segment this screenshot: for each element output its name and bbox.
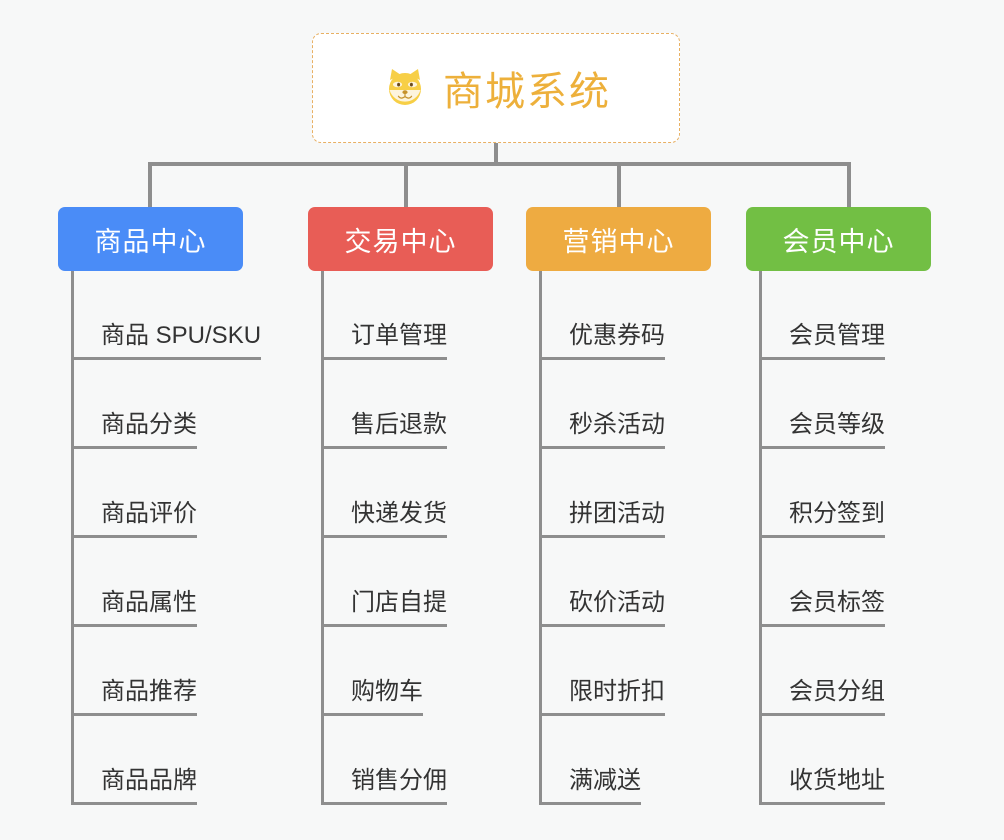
leaf-label: 购物车 — [321, 671, 423, 716]
connector-drop-3 — [617, 162, 621, 207]
leaf-item[interactable]: 限时折扣 — [526, 627, 711, 716]
leaf-label: 商品推荐 — [71, 671, 197, 716]
branch-column-1: 商品中心 商品 SPU/SKU 商品分类 商品评价 商品属性 商品推荐 商品品牌 — [58, 207, 262, 805]
leaf-label: 会员等级 — [759, 404, 885, 449]
category-box-3[interactable]: 营销中心 — [526, 207, 711, 271]
leaf-item[interactable]: 订单管理 — [308, 271, 493, 360]
leaf-label: 满减送 — [539, 760, 641, 805]
connector-stem — [494, 143, 498, 165]
branch-column-2: 交易中心 订单管理 售后退款 快递发货 门店自提 购物车 销售分佣 — [308, 207, 493, 805]
leaf-label: 优惠券码 — [539, 315, 665, 360]
shiba-dog-icon — [381, 64, 429, 112]
leaf-item[interactable]: 拼团活动 — [526, 449, 711, 538]
category-box-2[interactable]: 交易中心 — [308, 207, 493, 271]
leaf-label: 订单管理 — [321, 315, 447, 360]
leaf-label: 积分签到 — [759, 493, 885, 538]
leaf-label: 会员标签 — [759, 582, 885, 627]
leaf-item[interactable]: 积分签到 — [746, 449, 931, 538]
branch-trunk — [759, 271, 762, 805]
leaf-label: 拼团活动 — [539, 493, 665, 538]
branch-column-4: 会员中心 会员管理 会员等级 积分签到 会员标签 会员分组 收货地址 — [746, 207, 931, 805]
leaf-item[interactable]: 快递发货 — [308, 449, 493, 538]
leaf-label: 会员管理 — [759, 315, 885, 360]
leaf-item[interactable]: 会员等级 — [746, 360, 931, 449]
leaf-label: 销售分佣 — [321, 760, 447, 805]
leaf-list-1: 商品 SPU/SKU 商品分类 商品评价 商品属性 商品推荐 商品品牌 — [58, 271, 262, 805]
leaf-item[interactable]: 销售分佣 — [308, 716, 493, 805]
connector-bus — [148, 162, 851, 166]
leaf-list-2: 订单管理 售后退款 快递发货 门店自提 购物车 销售分佣 — [308, 271, 493, 805]
leaf-label: 收货地址 — [759, 760, 885, 805]
leaf-item[interactable]: 购物车 — [308, 627, 493, 716]
leaf-label: 限时折扣 — [539, 671, 665, 716]
leaf-item[interactable]: 收货地址 — [746, 716, 931, 805]
leaf-item[interactable]: 会员管理 — [746, 271, 931, 360]
leaf-item[interactable]: 商品品牌 — [58, 716, 243, 805]
leaf-item[interactable]: 会员标签 — [746, 538, 931, 627]
category-label: 营销中心 — [562, 226, 675, 257]
branch-column-3: 营销中心 优惠券码 秒杀活动 拼团活动 砍价活动 限时折扣 满减送 — [526, 207, 711, 805]
leaf-item[interactable]: 商品属性 — [58, 538, 243, 627]
leaf-label: 砍价活动 — [539, 582, 665, 627]
connector-drop-1 — [148, 162, 152, 207]
leaf-label: 售后退款 — [321, 404, 447, 449]
leaf-list-4: 会员管理 会员等级 积分签到 会员标签 会员分组 收货地址 — [746, 271, 931, 805]
category-box-4[interactable]: 会员中心 — [746, 207, 931, 271]
leaf-label: 商品品牌 — [71, 760, 197, 805]
leaf-item[interactable]: 秒杀活动 — [526, 360, 711, 449]
category-label: 会员中心 — [782, 226, 895, 257]
root-node[interactable]: 商城系统 — [312, 33, 680, 143]
category-label: 商品中心 — [94, 226, 207, 257]
leaf-label: 门店自提 — [321, 582, 447, 627]
leaf-label: 商品属性 — [71, 582, 197, 627]
leaf-item[interactable]: 商品推荐 — [58, 627, 243, 716]
leaf-item[interactable]: 满减送 — [526, 716, 711, 805]
leaf-item[interactable]: 商品评价 — [58, 449, 243, 538]
leaf-label: 快递发货 — [321, 493, 447, 538]
leaf-item[interactable]: 砍价活动 — [526, 538, 711, 627]
category-label: 交易中心 — [344, 226, 457, 257]
leaf-item[interactable]: 商品分类 — [58, 360, 243, 449]
branch-trunk — [321, 271, 324, 805]
leaf-label: 商品评价 — [71, 493, 197, 538]
leaf-label: 秒杀活动 — [539, 404, 665, 449]
leaf-list-3: 优惠券码 秒杀活动 拼团活动 砍价活动 限时折扣 满减送 — [526, 271, 711, 805]
connector-drop-2 — [404, 162, 408, 207]
branch-trunk — [71, 271, 74, 805]
category-box-1[interactable]: 商品中心 — [58, 207, 243, 271]
leaf-item[interactable]: 商品 SPU/SKU — [58, 271, 262, 360]
root-title: 商城系统 — [443, 70, 611, 114]
leaf-label: 商品分类 — [71, 404, 197, 449]
leaf-item[interactable]: 售后退款 — [308, 360, 493, 449]
leaf-label: 会员分组 — [759, 671, 885, 716]
branch-trunk — [539, 271, 542, 805]
leaf-label: 商品 SPU/SKU — [71, 315, 262, 360]
leaf-item[interactable]: 优惠券码 — [526, 271, 711, 360]
leaf-item[interactable]: 会员分组 — [746, 627, 931, 716]
leaf-item[interactable]: 门店自提 — [308, 538, 493, 627]
connector-drop-4 — [847, 162, 851, 207]
